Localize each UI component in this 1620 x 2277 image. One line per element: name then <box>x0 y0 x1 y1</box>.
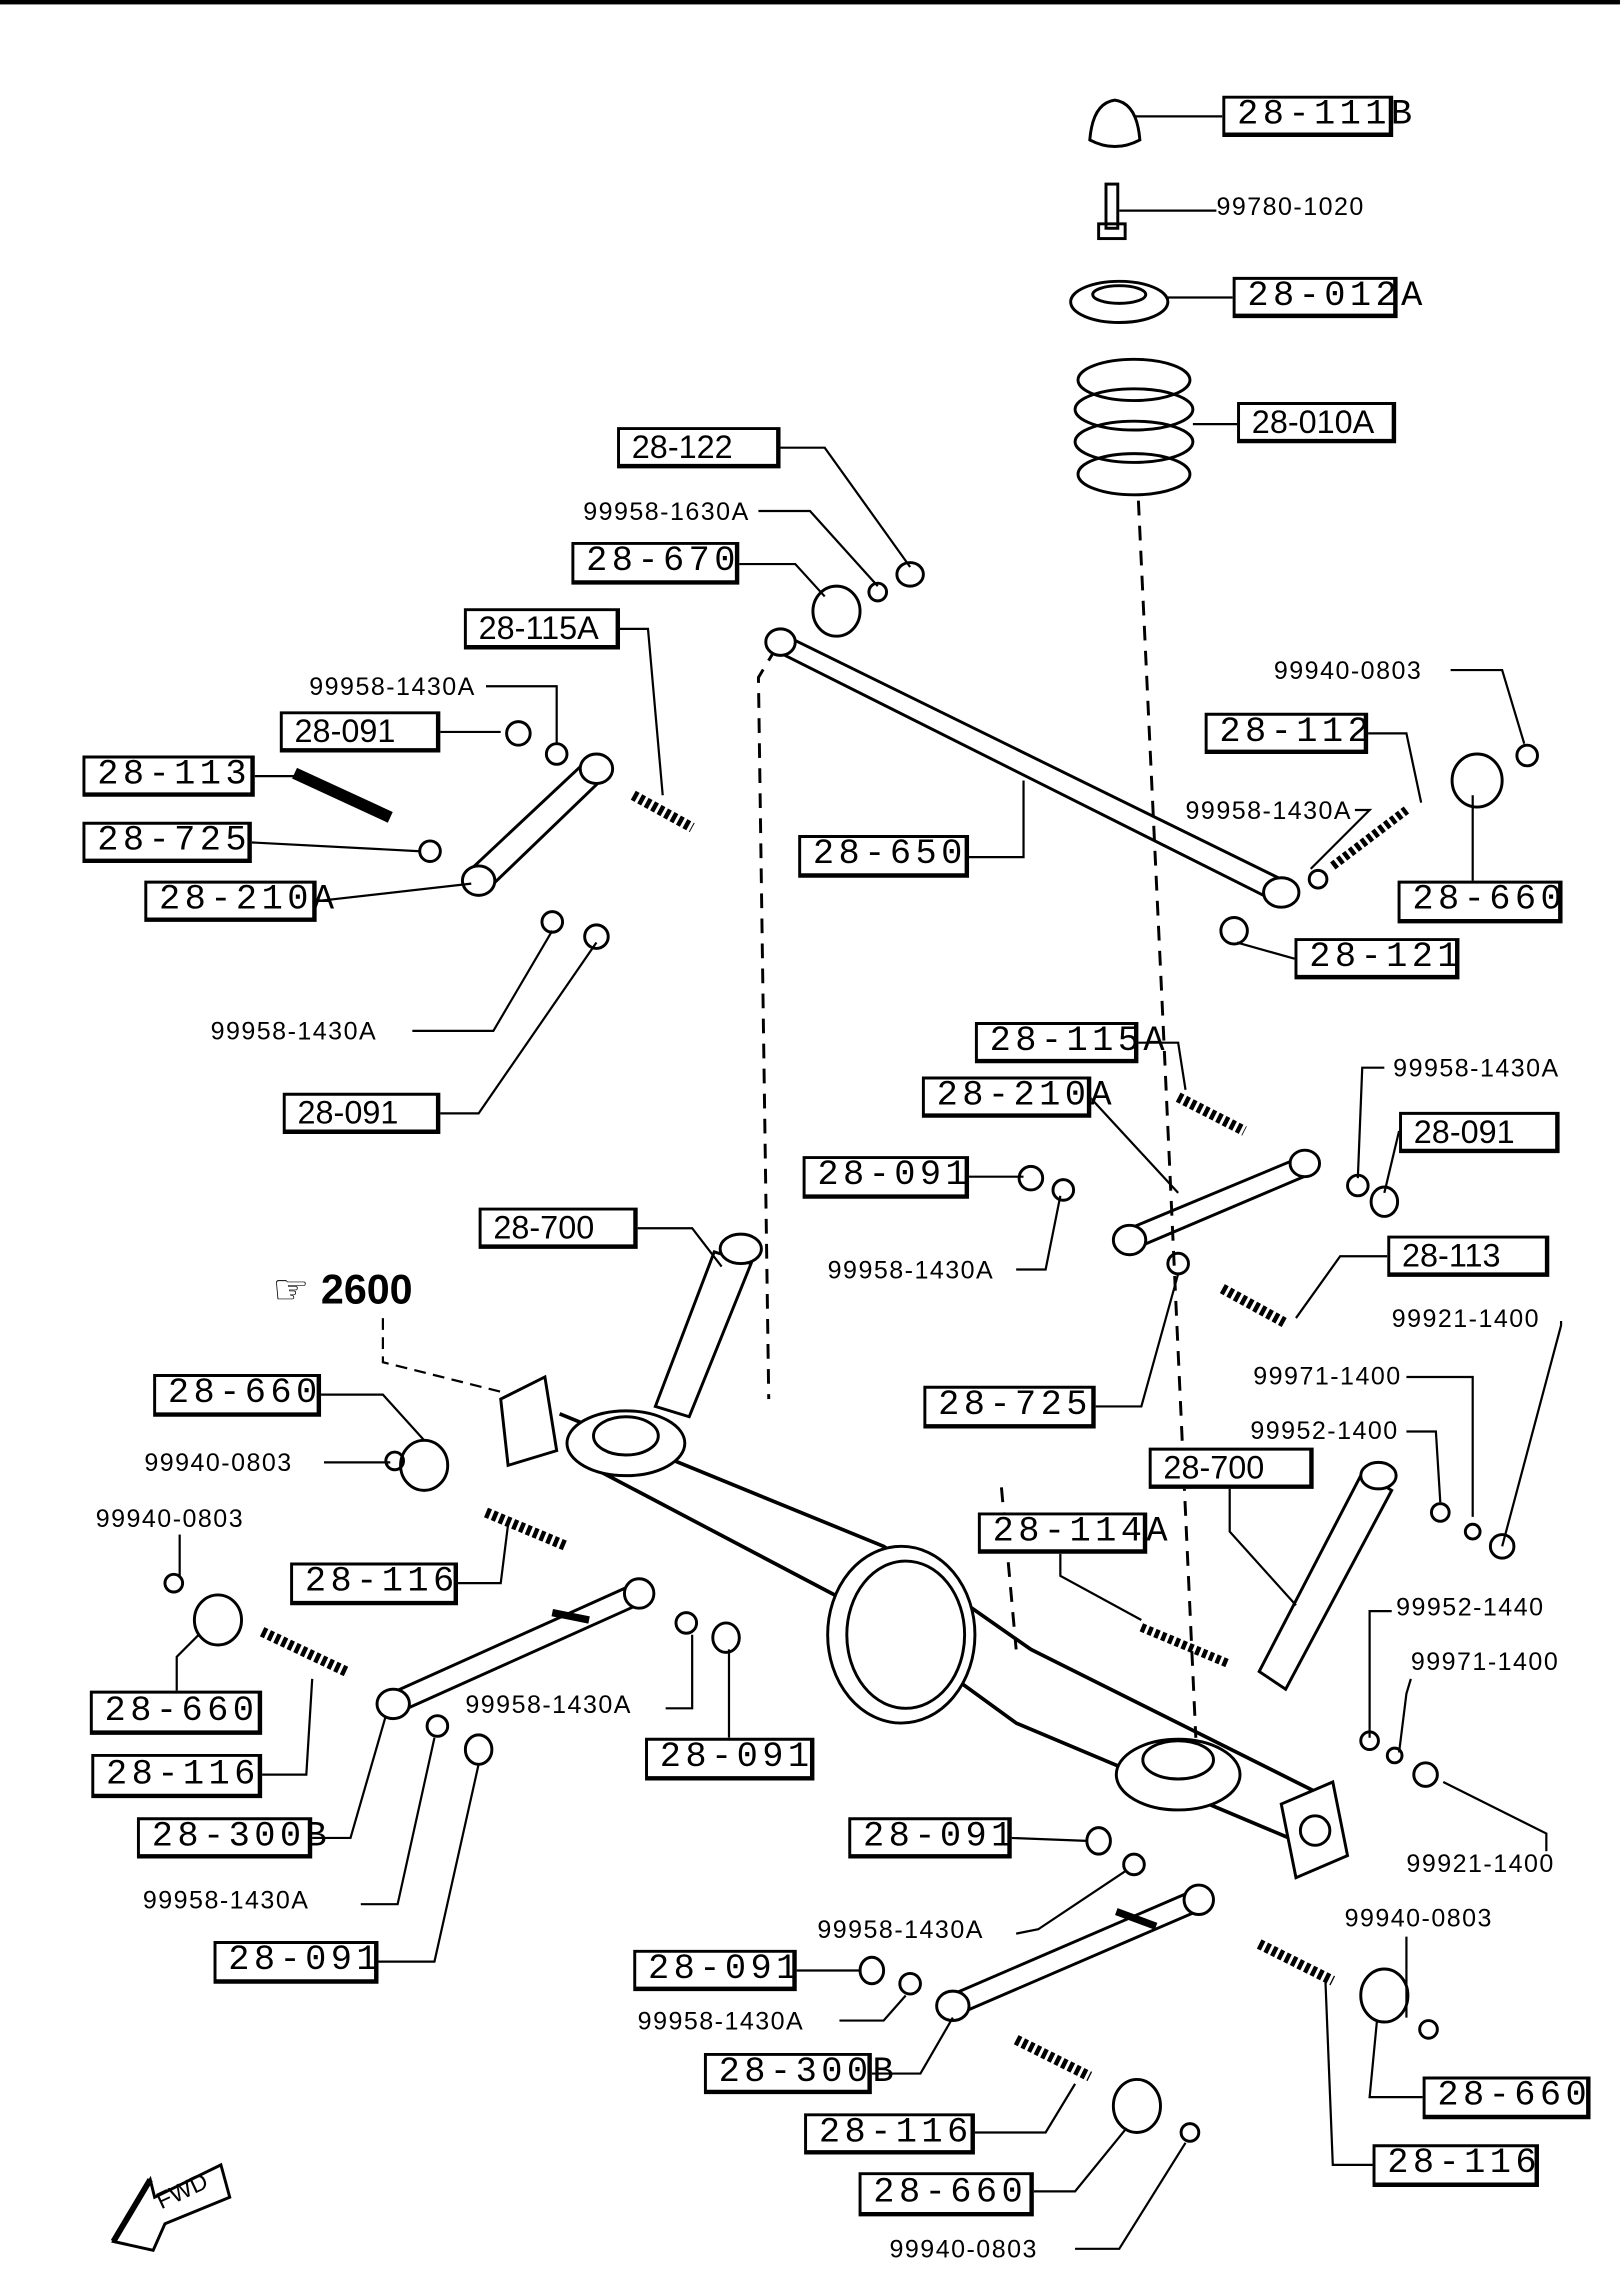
part-label[interactable]: 28-091 <box>645 1737 815 1781</box>
part-number[interactable]: 99921-1400 <box>1406 1849 1555 1878</box>
part-number[interactable]: 99952-1400 <box>1250 1416 1399 1445</box>
bolt <box>1097 182 1127 241</box>
part-label[interactable]: 28-091 <box>1399 1111 1560 1154</box>
part-number[interactable]: 99940-0803 <box>95 1505 245 1534</box>
part-label[interactable]: 28-113 <box>1387 1235 1550 1277</box>
part-number[interactable]: 99940-0803 <box>144 1449 293 1478</box>
spring-seat <box>1069 279 1170 324</box>
part-label[interactable]: 28-113 <box>82 755 255 797</box>
lateral-rod <box>764 561 1539 946</box>
part-label[interactable]: 28-116 <box>91 1753 263 1799</box>
guide-line <box>1136 500 1198 1738</box>
top-rule <box>0 0 1620 5</box>
part-label[interactable]: 28-112 <box>1204 712 1369 755</box>
part-number[interactable]: 99958-1430A <box>1185 796 1353 825</box>
part-number[interactable]: 99958-1430A <box>1393 1054 1560 1083</box>
part-label[interactable]: 28-210A <box>144 880 334 922</box>
part-label[interactable]: 28-210A <box>921 1076 1112 1118</box>
coil-spring <box>1073 357 1195 497</box>
part-number[interactable]: 99971-1400 <box>1253 1362 1402 1391</box>
bump-stop <box>1088 98 1142 149</box>
leader-lines <box>175 115 1563 2250</box>
part-label[interactable]: 28-121 <box>1294 938 1460 980</box>
part-label[interactable]: 28-012A <box>1232 276 1422 319</box>
part-label[interactable]: 28-300B <box>136 1817 327 1859</box>
part-label[interactable]: 28-116 <box>290 1562 459 1606</box>
part-label[interactable]: 28-091 <box>802 1156 970 1199</box>
part-label[interactable]: 28-115A <box>974 1022 1165 1064</box>
part-label[interactable]: 28-091 <box>633 1949 797 1992</box>
arrow-icon <box>110 2162 232 2252</box>
part-number[interactable]: 99958-1430A <box>637 2007 805 2036</box>
part-label[interactable]: 28-114A <box>977 1512 1168 1554</box>
part-label[interactable]: 28-300B <box>703 2052 894 2095</box>
part-label[interactable]: 28-660 <box>1422 2076 1591 2120</box>
part-label[interactable]: 28-091 <box>848 1817 1012 1859</box>
part-label[interactable]: 28-670 <box>571 541 740 585</box>
part-label[interactable]: 28-115A <box>463 608 621 650</box>
upper-link-right <box>1017 1092 1400 1328</box>
part-number[interactable]: 99958-1430A <box>142 1886 310 1915</box>
forward-direction-indicator: FWD <box>106 2135 239 2253</box>
rear-axle-housing <box>499 1374 1350 1880</box>
part-number[interactable]: 99940-0803 <box>889 2235 1038 2264</box>
part-number[interactable]: 99958-1430A <box>827 1256 995 1285</box>
part-number[interactable]: 99958-1630A <box>583 497 750 526</box>
part-number[interactable]: 99780-1020 <box>1216 192 1365 221</box>
upper-link-left <box>292 720 695 950</box>
part-label[interactable]: 28-660 <box>89 1690 263 1735</box>
part-label[interactable]: 28-116 <box>804 2113 975 2155</box>
part-label[interactable]: 28-660 <box>153 1374 322 1417</box>
part-number[interactable]: 99958-1430A <box>309 673 476 702</box>
part-label[interactable]: 28-725 <box>82 821 252 864</box>
part-label[interactable]: 28-660 <box>1397 880 1563 924</box>
part-label[interactable]: 28-725 <box>923 1385 1096 1429</box>
part-number[interactable]: 99971-1400 <box>1410 1647 1560 1676</box>
part-label[interactable]: 28-650 <box>798 835 970 878</box>
part-label[interactable]: 28-660 <box>858 2172 1034 2217</box>
part-number[interactable]: 99940-0803 <box>1273 656 1423 685</box>
pointing-hand-icon: ☞ <box>272 1266 310 1313</box>
part-number[interactable]: 99958-1430A <box>817 1915 984 1944</box>
part-label[interactable]: 28-010A <box>1237 402 1397 444</box>
part-number[interactable]: 99952-1440 <box>1396 1593 1545 1622</box>
part-label[interactable]: 28-700 <box>478 1207 638 1249</box>
section-reference[interactable]: ☞ 2600 <box>272 1269 412 1310</box>
part-label[interactable]: 28-091 <box>279 711 441 753</box>
lower-link-right <box>858 1826 1439 2143</box>
part-label[interactable]: 28-116 <box>1372 2144 1539 2187</box>
part-label[interactable]: 28-091 <box>282 1092 441 1134</box>
part-number[interactable]: 99940-0803 <box>1344 1904 1493 1933</box>
part-number[interactable]: 99921-1400 <box>1391 1304 1541 1333</box>
lower-link-left <box>163 1438 741 1766</box>
shock-absorber-right <box>1139 1460 1516 1788</box>
part-label[interactable]: 28-111B <box>1222 95 1412 137</box>
part-label[interactable]: 28-700 <box>1148 1447 1314 1489</box>
section-number: 2600 <box>320 1266 413 1313</box>
shock-absorber-left <box>653 1232 763 1419</box>
part-label[interactable]: 28-091 <box>213 1941 379 1984</box>
part-label[interactable]: 28-122 <box>617 427 781 469</box>
part-number[interactable]: 99958-1430A <box>465 1690 632 1719</box>
part-number[interactable]: 99958-1430A <box>210 1017 378 1046</box>
